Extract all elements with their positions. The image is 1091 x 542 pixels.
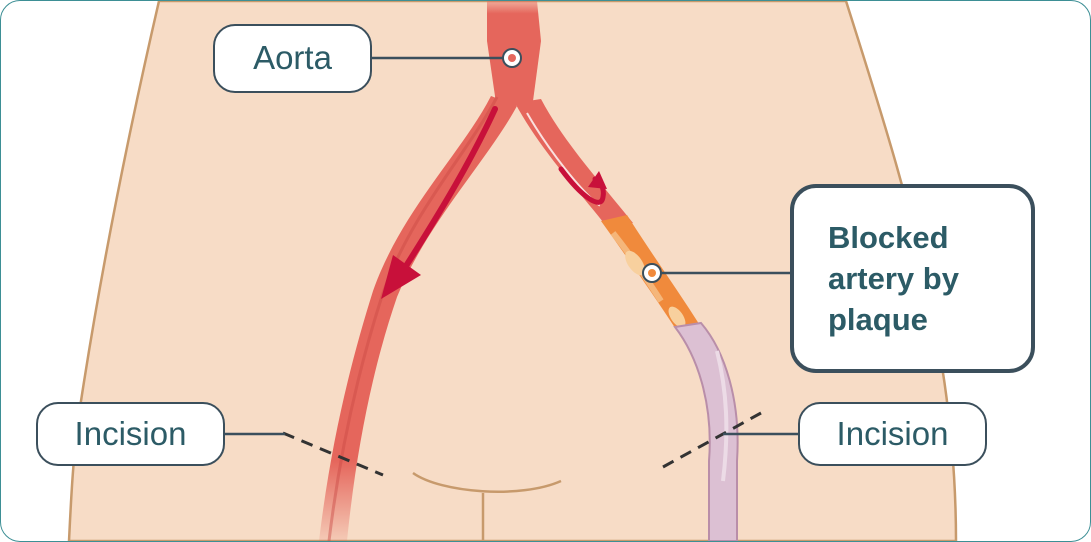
pointer-dot-icon [643, 264, 661, 282]
aorta-label: Aorta [213, 24, 372, 93]
blocked-artery-label: Blocked artery by plaque [790, 184, 1035, 373]
incision-right-label: Incision [798, 402, 987, 466]
pointer-dot-icon [503, 49, 521, 67]
incision-left-label: Incision [36, 402, 225, 466]
